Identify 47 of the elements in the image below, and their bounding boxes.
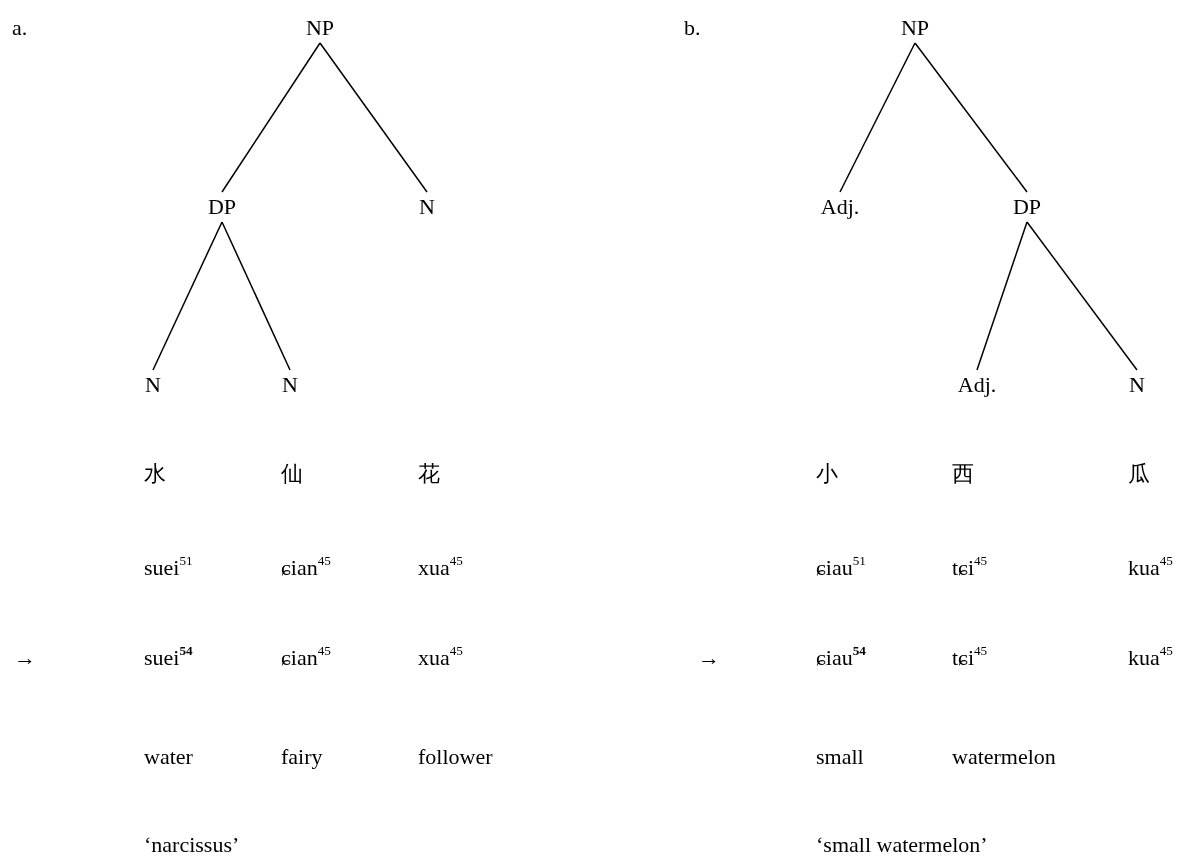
tree-branch xyxy=(221,221,291,371)
gloss: small xyxy=(816,746,864,768)
tree-branch xyxy=(914,42,1028,193)
transcription: ɕiau$^{54}$ xyxy=(816,647,866,669)
tree-branch xyxy=(221,42,321,193)
tree-label: DP xyxy=(207,196,237,218)
transcription: xua$^{45}$ xyxy=(418,557,463,579)
tree-label: N xyxy=(419,196,435,218)
translation: ‘small watermelon’ xyxy=(816,834,988,856)
transcription: kua$^{45}$ xyxy=(1128,557,1173,579)
tree-label: N xyxy=(1129,374,1145,396)
tree-label: N xyxy=(145,374,161,396)
tree-label: Adj. xyxy=(957,374,997,396)
translation: ‘narcissus’ xyxy=(144,834,240,856)
transcription: suei$^{51}$ xyxy=(144,557,193,579)
gloss: watermelon xyxy=(952,746,1056,768)
chinese-character: 小 xyxy=(816,463,838,485)
gloss: follower xyxy=(418,746,493,768)
transcription: xua$^{45}$ xyxy=(418,647,463,669)
chinese-character: 瓜 xyxy=(1128,463,1150,485)
tree-label: N xyxy=(282,374,298,396)
transcription: kua$^{45}$ xyxy=(1128,647,1173,669)
tree-branch xyxy=(319,42,428,193)
tree-label: NP xyxy=(305,17,335,39)
transcription: tɕi$^{45}$ xyxy=(952,647,988,669)
arrow-sign: → xyxy=(698,647,720,669)
tree-branch xyxy=(152,221,223,371)
transcription: suei$^{54}$ xyxy=(144,647,193,669)
tree-label: NP xyxy=(900,17,930,39)
chinese-character: 西 xyxy=(952,463,974,485)
transcription: ɕian$^{45}$ xyxy=(281,557,331,579)
chinese-character: 花 xyxy=(418,463,440,485)
tree-label: DP xyxy=(1012,196,1042,218)
example-letter: a. xyxy=(12,17,28,39)
tree-branch xyxy=(1026,221,1138,371)
tree-branch xyxy=(839,42,916,193)
tree-label: Adj. xyxy=(820,196,860,218)
chinese-character: 仙 xyxy=(281,463,303,485)
gloss: water xyxy=(144,746,193,768)
arrow-sign: → xyxy=(14,647,36,669)
transcription: ɕiau$^{51}$ xyxy=(816,557,866,579)
gloss: fairy xyxy=(281,746,323,768)
transcription: ɕian$^{45}$ xyxy=(281,647,331,669)
example-letter: b. xyxy=(684,17,701,39)
tree-branch xyxy=(976,221,1028,371)
chinese-character: 水 xyxy=(144,463,166,485)
transcription: tɕi$^{45}$ xyxy=(952,557,988,579)
